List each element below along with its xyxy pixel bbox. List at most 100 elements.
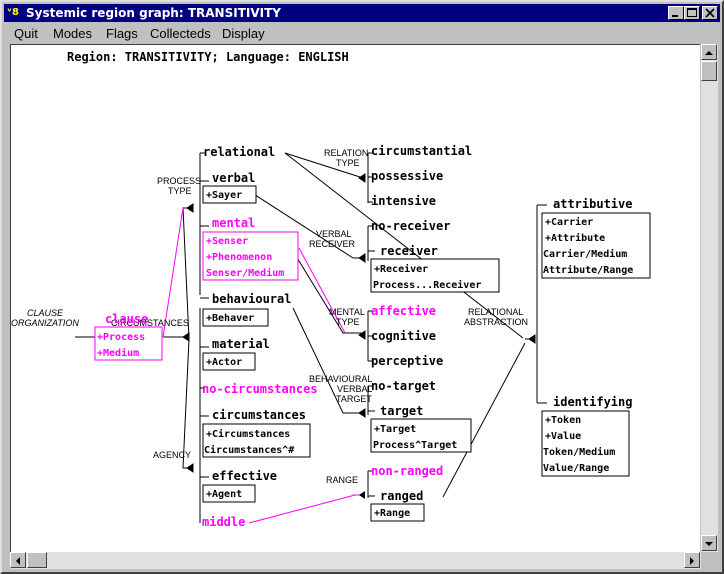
system-label-relational-abstraction[interactable]: RELATIONAL ABSTRACTION — [464, 307, 528, 327]
feature-no-target[interactable]: no-target — [371, 379, 436, 393]
svg-text:+Actor: +Actor — [206, 357, 242, 368]
minimize-button[interactable] — [668, 6, 684, 20]
system-label-mental-type[interactable]: MENTAL TYPE — [329, 307, 365, 327]
svg-text:ABSTRACTION: ABSTRACTION — [464, 317, 528, 327]
feature-no-circumstances[interactable]: no-circumstances — [202, 382, 318, 396]
scroll-right-button[interactable] — [684, 552, 700, 568]
svg-text:Token/Medium: Token/Medium — [543, 446, 615, 458]
realization-box-attributive[interactable]: +Carrier +Attribute Carrier/Medium Attri… — [541, 212, 651, 279]
svg-text:+Range: +Range — [374, 508, 410, 519]
svg-text:+Carrier: +Carrier — [545, 216, 593, 228]
feature-effective[interactable]: effective — [212, 469, 277, 483]
horizontal-scroll-thumb[interactable] — [27, 552, 47, 568]
svg-text:+Circumstances: +Circumstances — [206, 428, 290, 440]
vertical-scrollbar[interactable] — [701, 44, 718, 552]
svg-text:Carrier/Medium: Carrier/Medium — [543, 248, 627, 260]
svg-text:Process...Receiver: Process...Receiver — [373, 279, 481, 291]
feature-no-receiver[interactable]: no-receiver — [371, 219, 450, 233]
scroll-up-button[interactable] — [701, 44, 717, 60]
menu-collecteds[interactable]: Collecteds — [150, 26, 211, 41]
close-icon — [705, 8, 715, 18]
feature-verbal[interactable]: verbal — [212, 171, 255, 185]
realization-box-receiver[interactable]: +Receiver Process...Receiver — [370, 258, 500, 293]
realization-box-target[interactable]: +Target Process^Target — [370, 418, 472, 453]
svg-text:Senser/Medium: Senser/Medium — [206, 267, 284, 279]
svg-text:RELATION: RELATION — [324, 148, 368, 158]
realization-box-behavioural[interactable]: +Behaver — [202, 308, 269, 327]
window-title: Systemic region graph: TRANSITIVITY — [26, 6, 281, 20]
svg-text:CLAUSE: CLAUSE — [27, 308, 64, 318]
scroll-left-button[interactable] — [10, 552, 26, 568]
graph-canvas[interactable]: Region: TRANSITIVITY; Language: ENGLISH … — [10, 44, 700, 552]
feature-target[interactable]: target — [380, 404, 423, 418]
menu-modes[interactable]: Modes — [53, 26, 93, 41]
systemic-network: Region: TRANSITIVITY; Language: ENGLISH … — [11, 50, 651, 529]
svg-text:Process^Target: Process^Target — [373, 440, 457, 451]
title-bar: ᵛ8 Systemic region graph: TRANSITIVITY — [4, 4, 720, 22]
menu-quit[interactable]: Quit — [14, 26, 38, 41]
menu-flags[interactable]: Flags — [106, 26, 138, 41]
feature-cognitive[interactable]: cognitive — [371, 329, 436, 343]
realization-box-material[interactable]: +Actor — [202, 352, 256, 371]
svg-text:Attribute/Range: Attribute/Range — [543, 264, 633, 276]
maximize-button[interactable] — [684, 6, 700, 20]
feature-attributive[interactable]: attributive — [553, 197, 632, 211]
maximize-icon — [687, 8, 697, 17]
svg-text:+Medium: +Medium — [97, 347, 139, 359]
feature-middle[interactable]: middle — [202, 515, 245, 529]
realization-box-mental[interactable]: +Senser +Phenomenon Senser/Medium — [202, 231, 299, 281]
feature-non-ranged[interactable]: non-ranged — [371, 464, 443, 478]
svg-text:Circumstances^#: Circumstances^# — [204, 444, 294, 456]
arrow-right-icon — [690, 557, 694, 565]
realization-box-clause[interactable]: +Process +Medium — [94, 326, 163, 361]
system-label-circumstances[interactable]: CIRCUMSTANCES — [111, 318, 189, 328]
feature-affective[interactable]: affective — [371, 304, 436, 318]
close-button[interactable] — [702, 6, 718, 20]
scroll-down-button[interactable] — [701, 535, 717, 551]
feature-material[interactable]: material — [212, 337, 270, 351]
realization-box-effective[interactable]: +Agent — [202, 484, 256, 503]
svg-text:+Agent: +Agent — [206, 489, 242, 500]
svg-text:+Behaver: +Behaver — [206, 313, 254, 324]
region-header: Region: TRANSITIVITY; Language: ENGLISH — [67, 50, 349, 64]
feature-mental[interactable]: mental — [212, 216, 255, 230]
horizontal-scrollbar[interactable] — [10, 552, 701, 569]
realization-box-verbal[interactable]: +Sayer — [202, 185, 257, 204]
system-label-behavioural-verbal-target[interactable]: BEHAVIOURAL VERBAL TARGET — [309, 374, 373, 404]
svg-text:VERBAL: VERBAL — [316, 229, 352, 239]
feature-clause[interactable]: clause — [105, 312, 148, 326]
feature-behavioural[interactable]: behavioural — [212, 292, 291, 306]
svg-text:BEHAVIOURAL: BEHAVIOURAL — [309, 374, 372, 384]
feature-receiver[interactable]: receiver — [380, 244, 438, 258]
feature-possessive[interactable]: possessive — [371, 169, 443, 183]
system-label-verbal-receiver[interactable]: VERBAL RECEIVER — [309, 229, 356, 249]
feature-ranged[interactable]: ranged — [380, 489, 423, 503]
feature-perceptive[interactable]: perceptive — [371, 354, 443, 368]
feature-relational[interactable]: relational — [203, 145, 275, 159]
svg-text:RECEIVER: RECEIVER — [309, 239, 356, 249]
app-icon[interactable]: ᵛ8 — [7, 7, 19, 18]
realization-box-ranged[interactable]: +Range — [370, 503, 425, 522]
system-label-range[interactable]: RANGE — [326, 475, 358, 485]
arrow-left-icon — [16, 557, 20, 565]
arrow-down-icon — [705, 542, 713, 546]
vertical-scroll-thumb[interactable] — [701, 61, 717, 81]
svg-text:TYPE: TYPE — [336, 317, 360, 327]
feature-identifying[interactable]: identifying — [553, 395, 632, 409]
system-label-clause-organization[interactable]: CLAUSE ORGANIZATION — [11, 308, 79, 328]
feature-circumstantial[interactable]: circumstantial — [371, 144, 472, 158]
svg-text:+Target: +Target — [374, 424, 416, 435]
system-label-agency[interactable]: AGENCY — [153, 450, 191, 460]
realization-box-identifying[interactable]: +Token +Value Token/Medium Value/Range — [541, 410, 630, 477]
realization-box-circumstances[interactable]: +Circumstances Circumstances^# — [202, 423, 311, 458]
feature-intensive[interactable]: intensive — [371, 194, 436, 208]
range-arrow — [359, 491, 365, 499]
svg-text:ORGANIZATION: ORGANIZATION — [11, 318, 79, 328]
menu-display[interactable]: Display — [222, 26, 265, 41]
feature-circumstances[interactable]: circumstances — [212, 408, 306, 422]
system-label-relation-type[interactable]: RELATION TYPE — [324, 148, 368, 168]
arrow-up-icon — [705, 51, 713, 55]
system-label-process-type[interactable]: PROCESS TYPE — [157, 176, 201, 196]
svg-text:+Process: +Process — [97, 332, 145, 343]
